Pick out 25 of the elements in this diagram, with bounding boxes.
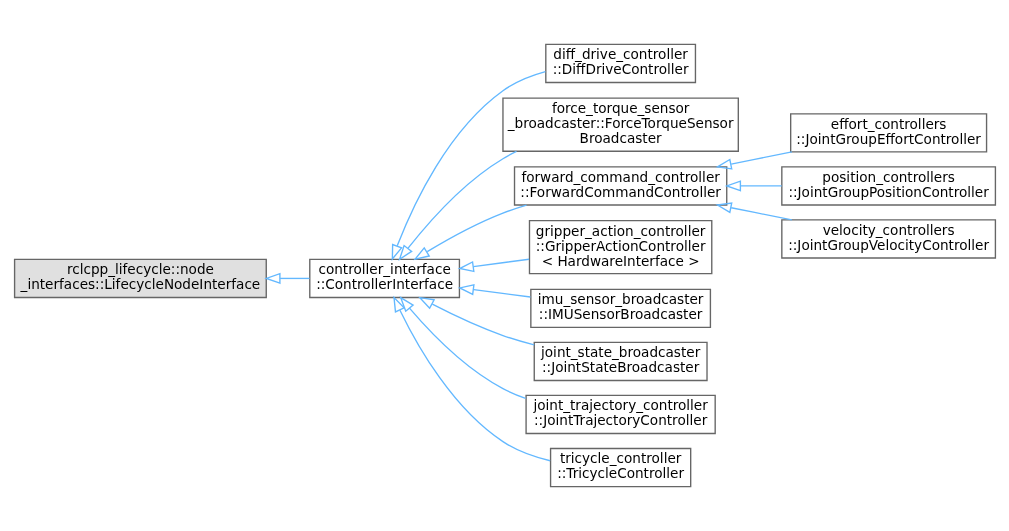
node-box: forward_command_controller ::ForwardCommandController xyxy=(513,166,727,206)
arrow xyxy=(392,295,551,462)
node-box: controller_interface ::ControllerInterface xyxy=(308,258,460,299)
arrow xyxy=(724,180,782,192)
arrow xyxy=(417,296,535,346)
arrow xyxy=(457,284,531,298)
arrow xyxy=(412,204,527,261)
node-box: tricycle_controller ::TricycleController xyxy=(549,447,691,488)
node-box: force_torque_sensor _broadcaster::ForceTorqueSensor Broadcaster xyxy=(501,97,739,152)
arrow xyxy=(714,202,793,221)
node-box: effort_controllers ::JointGroupEffortController xyxy=(789,113,987,153)
node-box: velocity_controllers ::JointGroupVelocityController xyxy=(780,219,996,259)
node-box: diff_drive_controller ::DiffDriveController xyxy=(544,43,696,84)
node-box: position_controllers ::JointGroupPositionController xyxy=(780,166,996,206)
node-box: imu_sensor_broadcaster ::IMUSensorBroadcaster xyxy=(529,288,711,329)
arrow xyxy=(391,70,546,261)
arrow xyxy=(714,151,793,170)
node-box: joint_trajectory_controller ::JointTrajectoryController xyxy=(524,394,716,435)
arrow xyxy=(457,258,530,273)
arrow xyxy=(398,296,526,400)
node-box: gripper_action_controller ::GripperActionController < HardwareInterface > xyxy=(528,219,712,275)
node-box: rclcpp_lifecycle::node _interfaces::LifecycleNodeInterface xyxy=(13,258,267,299)
arrow xyxy=(263,272,310,285)
arrow xyxy=(397,150,517,261)
node-box: joint_state_broadcaster ::JointStateBroadcaster xyxy=(533,341,708,382)
